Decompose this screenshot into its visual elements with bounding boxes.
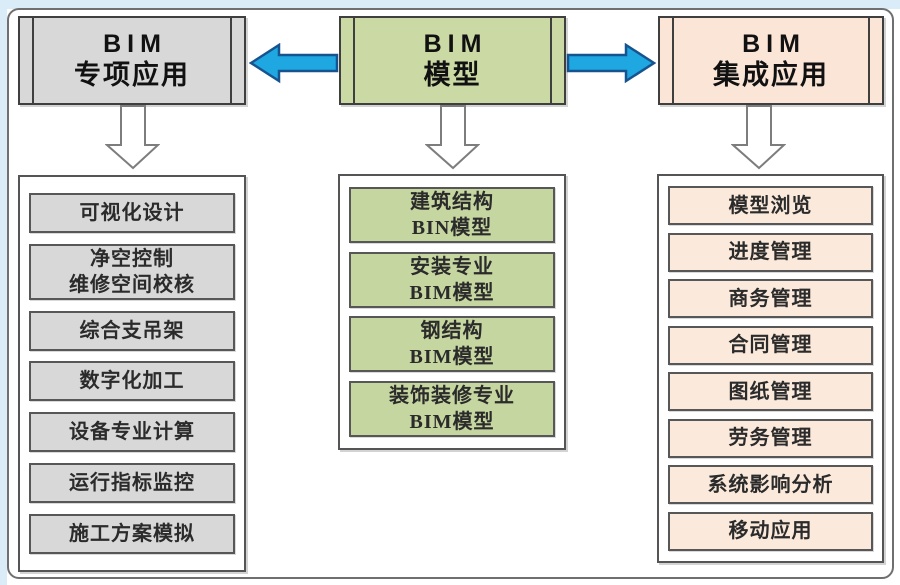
list-item: 移动应用 [668, 511, 873, 551]
header-bevel-line [550, 18, 552, 103]
header-bim-integrated-applications: BIM 集成应用 [658, 16, 884, 105]
header-title-zh: 集成应用 [713, 59, 829, 90]
header-bevel-line [32, 18, 34, 103]
list-item: 钢结构 BIM模型 [349, 316, 555, 373]
header-bim-model: BIM 模型 [339, 16, 566, 105]
header-bevel-line [868, 18, 870, 103]
header-title-zh: 模型 [423, 59, 482, 90]
list-integrated-applications: 模型浏览 进度管理 商务管理 合同管理 图纸管理 劳务管理 系统影响分析 移动应… [657, 174, 884, 563]
list-item: 装饰装修专业 BIM模型 [349, 380, 555, 437]
list-item: 劳务管理 [668, 418, 873, 458]
header-bevel-line [353, 18, 355, 103]
list-item: 运行指标监控 [29, 463, 235, 504]
list-item: 系统影响分析 [668, 465, 873, 505]
list-item: 设备专业计算 [29, 412, 235, 453]
header-title-zh: 专项应用 [74, 59, 190, 90]
list-item: 安装专业 BIM模型 [349, 251, 555, 308]
header-title-en: BIM [103, 29, 167, 58]
list-bim-models: 建筑结构 BIN模型 安装专业 BIM模型 钢结构 BIM模型 装饰装修专业 B… [338, 174, 566, 450]
list-item: 商务管理 [668, 279, 873, 319]
list-item: 数字化加工 [29, 361, 235, 402]
list-item: 模型浏览 [668, 186, 873, 225]
page-edge-left [0, 0, 7, 585]
down-arrow-icon [731, 105, 786, 170]
header-title-en: BIM [742, 29, 806, 58]
header-bevel-line [230, 18, 232, 103]
header-bevel-line [672, 18, 674, 103]
header-bim-special-applications: BIM 专项应用 [18, 16, 246, 105]
down-arrow-icon [105, 105, 160, 170]
list-item: 建筑结构 BIN模型 [349, 187, 555, 243]
list-item: 合同管理 [668, 325, 873, 365]
list-item: 施工方案模拟 [29, 513, 235, 554]
page-edge-top [0, 0, 900, 9]
arrow-right-icon [566, 43, 656, 84]
list-item: 可视化设计 [29, 193, 235, 233]
list-item: 净空控制 维修空间校核 [29, 243, 235, 300]
arrow-left-icon [249, 43, 339, 84]
header-title-en: BIM [423, 29, 488, 58]
list-item: 综合支吊架 [29, 310, 235, 351]
list-item: 图纸管理 [668, 372, 873, 412]
list-item: 进度管理 [668, 232, 873, 272]
down-arrow-icon [425, 105, 480, 170]
list-special-applications: 可视化设计 净空控制 维修空间校核 综合支吊架 数字化加工 设备专业计算 运行指… [18, 175, 246, 572]
